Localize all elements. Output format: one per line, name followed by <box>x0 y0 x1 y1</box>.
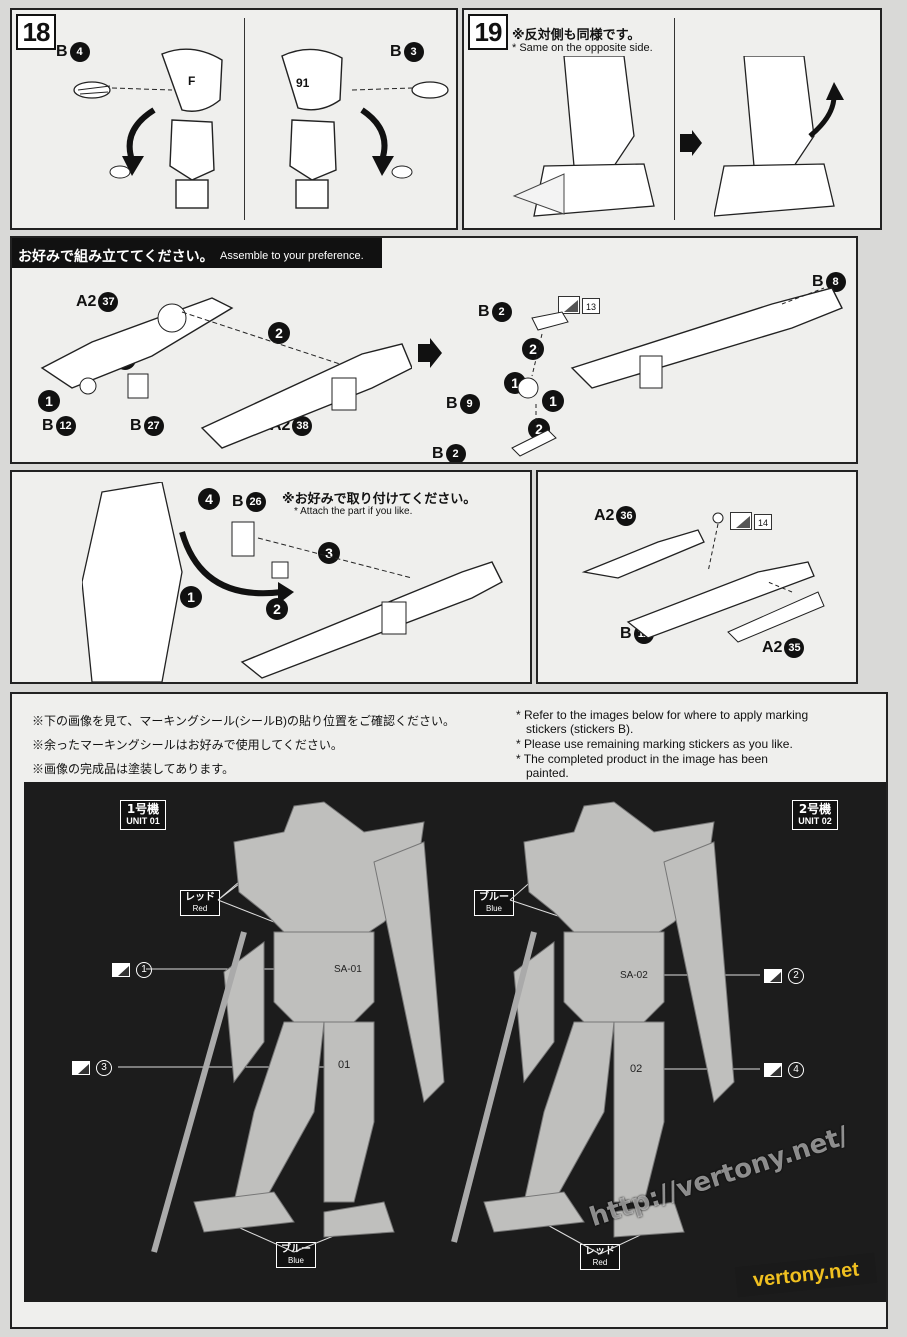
step-marker: 3 <box>318 542 340 564</box>
arrow-right-icon <box>418 338 442 368</box>
tag-sa02: SA-02 <box>620 970 648 981</box>
marking-stickers-panel: ※下の画像を見て、マーキングシール(シールB)の貼り位置をご確認ください。 ※余… <box>10 692 888 1329</box>
step-marker: 1 <box>180 586 202 608</box>
leg-illustration-before <box>512 56 655 217</box>
sticker-icon <box>72 1061 90 1075</box>
leg-part-illustration-left <box>73 48 223 209</box>
sticker-ref-3: 3 <box>72 1060 112 1076</box>
header-title-en: Assemble to your preference. <box>220 250 364 262</box>
marking-note-en-4: * The completed product in the image has… <box>516 752 768 766</box>
step-number: 19 <box>468 14 508 50</box>
step-19-panel: 19 ※反対側も同様です。 * Same on the opposite sid… <box>462 8 882 230</box>
step-marker: 1 <box>542 390 564 412</box>
divider <box>674 18 675 220</box>
arm-rifle-illustration <box>82 482 503 682</box>
alternate-parts-illustration <box>581 512 825 643</box>
arrow-right-icon <box>680 130 702 156</box>
step-marker: 2 <box>522 338 544 360</box>
marking-note-jp-3: ※画像の完成品は塗装してあります。 <box>32 762 235 776</box>
note-en: * Same on the opposite side. <box>512 42 653 54</box>
step-marker: 2 <box>268 322 290 344</box>
step-number: 18 <box>16 14 56 50</box>
marking-note-en-1: * Refer to the images below for where to… <box>516 708 809 722</box>
marking-note-en-2: stickers (stickers B). <box>526 722 634 736</box>
header-title-jp: お好みで組み立ててください。 <box>18 249 214 265</box>
rifle-assembly-illustration-left <box>40 297 412 449</box>
tag-91-right: 91 <box>296 76 310 90</box>
step-marker: 2 <box>266 598 288 620</box>
assemble-preference-panel: お好みで組み立ててください。 Assemble to your preferen… <box>10 236 858 464</box>
tag-01: 01 <box>338 1059 350 1071</box>
sticker-icon <box>764 969 782 983</box>
leg-illustration-after <box>714 56 844 217</box>
attach-title-en: * Attach the part if you like. <box>294 506 413 517</box>
section-header: お好みで組み立ててください。 Assemble to your preferen… <box>12 238 382 268</box>
sticker-number: 14 <box>754 514 772 530</box>
note-jp: ※反対側も同様です。 <box>512 28 641 43</box>
step-marker: 4 <box>198 488 220 510</box>
tag-sa01: SA-01 <box>334 964 362 975</box>
leg-part-illustration-right <box>281 48 449 209</box>
sticker-ref-2: 2 <box>764 968 804 984</box>
rifle-assembly-illustration-right <box>511 287 843 457</box>
gundam-figures-illustration: SA-01 01 SA-02 02 <box>118 801 760 1255</box>
divider <box>244 18 245 220</box>
sticker-ref-1: 1 <box>112 962 152 978</box>
sticker-ref-4: 4 <box>764 1062 804 1078</box>
sticker-number: 13 <box>582 298 600 314</box>
sticker-icon <box>112 963 130 977</box>
marking-note-en-3: * Please use remaining marking stickers … <box>516 737 793 751</box>
tag-f-left: F <box>188 74 196 88</box>
marking-note-jp-2: ※余ったマーキングシールはお好みで使用してください。 <box>32 738 343 752</box>
marking-note-jp-1: ※下の画像を見て、マーキングシール(シールB)の貼り位置をご確認ください。 <box>32 714 456 728</box>
attach-title-jp: ※お好みで取り付けてください。 <box>282 492 477 507</box>
sticker-icon <box>558 296 580 314</box>
step-marker: 1 <box>38 390 60 412</box>
sticker-icon <box>730 512 752 530</box>
tag-02: 02 <box>630 1063 642 1075</box>
marking-note-en-5: painted. <box>526 766 569 780</box>
attach-part-panel: ※お好みで取り付けてください。 * Attach the part if you… <box>10 470 532 684</box>
sticker-icon <box>764 1063 782 1077</box>
